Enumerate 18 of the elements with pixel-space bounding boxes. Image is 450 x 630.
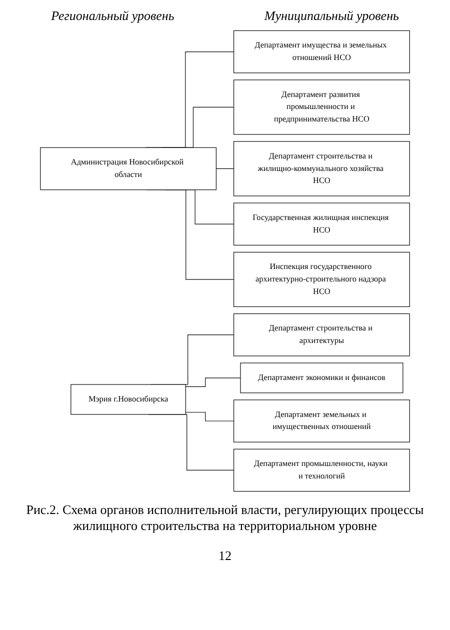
node-box: Департамент экономики и финансов [240, 362, 404, 394]
node-box: Департамент промышленности, науки и технологий [234, 448, 410, 492]
connector [185, 412, 234, 422]
node-box: Департамент строительства и жилищно-коммунального хозяйства НСО [234, 141, 410, 196]
page-number: 12 [218, 548, 232, 563]
node-box: Департамент имущества и земельных отношений НСО [234, 30, 410, 74]
node-box: Департамент строительства и архитектуры [234, 313, 410, 356]
connector [185, 378, 241, 387]
node-box: Инспекция государственного архитектурно-строительного надзора НСО [234, 252, 410, 307]
node-box: Государственная жилищная инспекция НСО [234, 202, 410, 246]
caption: Рис.2. Схема органов исполнительной власти, регулирующих процессы жилищного строительства на территориальном уровне [25, 501, 425, 535]
node-box: Администрация Новосибирской области [40, 147, 216, 190]
level-label: Муниципальный уровень [264, 8, 399, 24]
connector [216, 168, 234, 169]
node-box: Департамент развития промышленности и предпринимательства НСО [234, 80, 410, 135]
level-label: Региональный уровень [51, 8, 174, 24]
node-box: Департамент земельных и имущественных отношений [234, 400, 410, 442]
node-box: Мэрия г.Новосибирска [70, 384, 186, 415]
